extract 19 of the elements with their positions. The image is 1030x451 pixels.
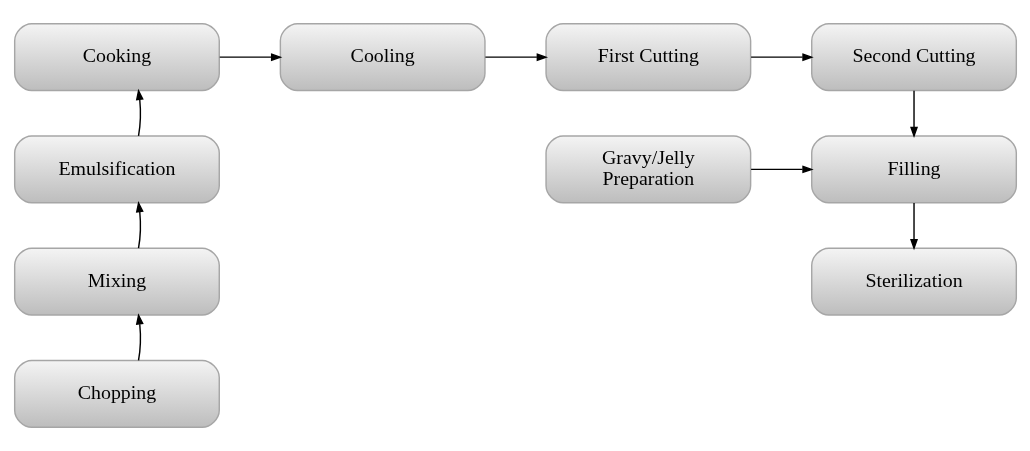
node-box: First Cutting — [544, 23, 751, 92]
arrow — [749, 165, 814, 174]
node-box: Gravy/Jelly Preparation — [544, 135, 751, 204]
arrow — [909, 202, 918, 251]
node-box: Second Cutting — [810, 23, 1017, 92]
arrow — [218, 53, 282, 62]
arrow — [135, 88, 144, 137]
node-box: Filling — [810, 135, 1017, 204]
node-box: Emulsification — [13, 135, 220, 204]
arrow — [909, 90, 918, 139]
node-box: Cooking — [13, 23, 220, 92]
node-box: Mixing — [13, 247, 220, 316]
node-box: Sterilization — [810, 247, 1017, 316]
arrow — [135, 200, 144, 249]
arrow — [749, 53, 814, 62]
node-box: Cooling — [279, 23, 486, 92]
arrow — [135, 313, 144, 362]
node-box: Chopping — [13, 359, 220, 428]
arrow — [484, 53, 548, 62]
